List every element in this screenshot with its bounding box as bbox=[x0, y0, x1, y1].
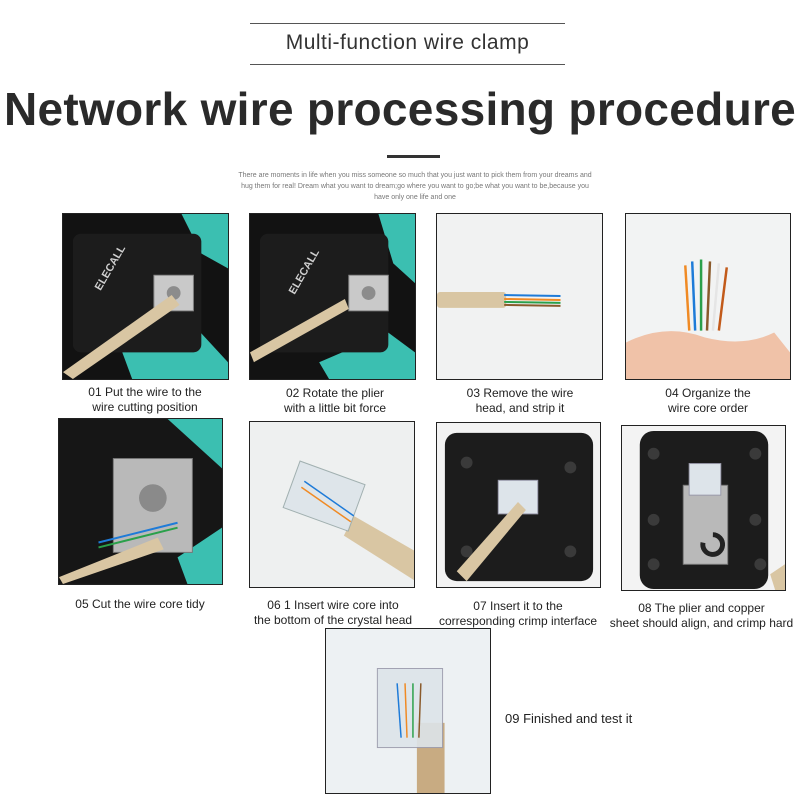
rj45-connector bbox=[282, 460, 366, 532]
step-04-caption-line-2: wire core order bbox=[667, 401, 749, 415]
step-07-caption-line-1: 07 Insert it to the bbox=[473, 599, 563, 613]
step-05-photo bbox=[58, 418, 223, 585]
step-05-image bbox=[59, 419, 222, 584]
intro-text: There are moments in life when you miss … bbox=[238, 172, 592, 201]
step-05-caption-line-1: 05 Cut the wire core tidy bbox=[75, 597, 205, 611]
cable bbox=[250, 298, 349, 363]
plier-handle-top bbox=[378, 214, 415, 284]
step-09-image bbox=[326, 629, 490, 793]
step-02-photo: ELECALL bbox=[249, 213, 416, 380]
step-04-image bbox=[626, 214, 790, 379]
step-08-caption: 08 The plier and copper sheet should ali… bbox=[603, 601, 800, 631]
plier-handle-bottom bbox=[319, 332, 415, 379]
step-04-caption-line-1: 04 Organize the bbox=[665, 386, 751, 400]
step-02-caption-line-2: with a little bit force bbox=[283, 401, 387, 415]
step-01-caption-line-1: 01 Put the wire to the bbox=[88, 385, 202, 399]
step-03-caption: 03 Remove the wire head, and strip it bbox=[430, 386, 610, 416]
step-04-caption: 04 Organize the wire core order bbox=[618, 386, 798, 416]
hand bbox=[626, 331, 790, 379]
plier-handle-top bbox=[181, 214, 228, 269]
step-08-image bbox=[622, 426, 785, 590]
cable bbox=[59, 537, 164, 584]
step-03-photo bbox=[436, 213, 603, 380]
cable bbox=[456, 502, 526, 582]
cable-jacket bbox=[437, 292, 507, 308]
step-01-image: ELECALL bbox=[63, 214, 228, 379]
step-09-photo bbox=[325, 628, 491, 794]
page-title: Network wire processing procedure bbox=[3, 83, 797, 135]
step-06-caption-line-1: 06 1 Insert wire core into bbox=[267, 598, 399, 612]
step-07-image bbox=[437, 423, 600, 587]
step-03-image bbox=[437, 214, 602, 379]
step-09-caption: 09 Finished and test it bbox=[505, 711, 685, 726]
plier-handle-bottom bbox=[177, 527, 222, 584]
step-08-photo bbox=[621, 425, 786, 591]
step-07-caption: 07 Insert it to the corresponding crimp … bbox=[428, 599, 608, 629]
step-08-caption-line-1: 08 The plier and copper bbox=[638, 601, 765, 615]
step-06-image bbox=[250, 422, 414, 587]
step-02-image: ELECALL bbox=[250, 214, 415, 379]
step-06-photo bbox=[249, 421, 415, 588]
step-03-caption-line-1: 03 Remove the wire bbox=[466, 386, 574, 400]
cable bbox=[770, 564, 785, 590]
cable bbox=[63, 295, 180, 379]
step-07-caption-line-2: corresponding crimp interface bbox=[438, 614, 598, 628]
step-01-photo: ELECALL bbox=[62, 213, 229, 380]
header-top-rule bbox=[250, 23, 565, 24]
page-subtitle: Multi-function wire clamp bbox=[285, 31, 530, 54]
rj45-connector bbox=[688, 463, 722, 496]
step-03-caption-line-2: head, and strip it bbox=[475, 401, 565, 415]
step-06-caption-line-2: the bottom of the crystal head bbox=[253, 613, 413, 627]
rj45-connector bbox=[376, 668, 444, 749]
step-02-caption-line-1: 02 Rotate the plier bbox=[285, 386, 385, 400]
step-07-photo bbox=[436, 422, 601, 588]
title-accent-bar bbox=[387, 155, 440, 158]
step-05-caption: 05 Cut the wire core tidy bbox=[50, 597, 230, 612]
step-09-caption-line-1: 09 Finished and test it bbox=[505, 711, 633, 726]
step-01-caption: 01 Put the wire to the wire cutting posi… bbox=[55, 385, 235, 415]
header-bottom-rule bbox=[250, 64, 565, 65]
step-06-caption: 06 1 Insert wire core into the bottom of… bbox=[243, 598, 423, 628]
step-04-photo bbox=[625, 213, 791, 380]
cable bbox=[343, 515, 414, 581]
step-02-caption: 02 Rotate the plier with a little bit fo… bbox=[245, 386, 425, 416]
step-01-caption-line-2: wire cutting position bbox=[92, 400, 198, 414]
step-08-caption-line-2: sheet should align, and crimp hard bbox=[609, 616, 794, 630]
